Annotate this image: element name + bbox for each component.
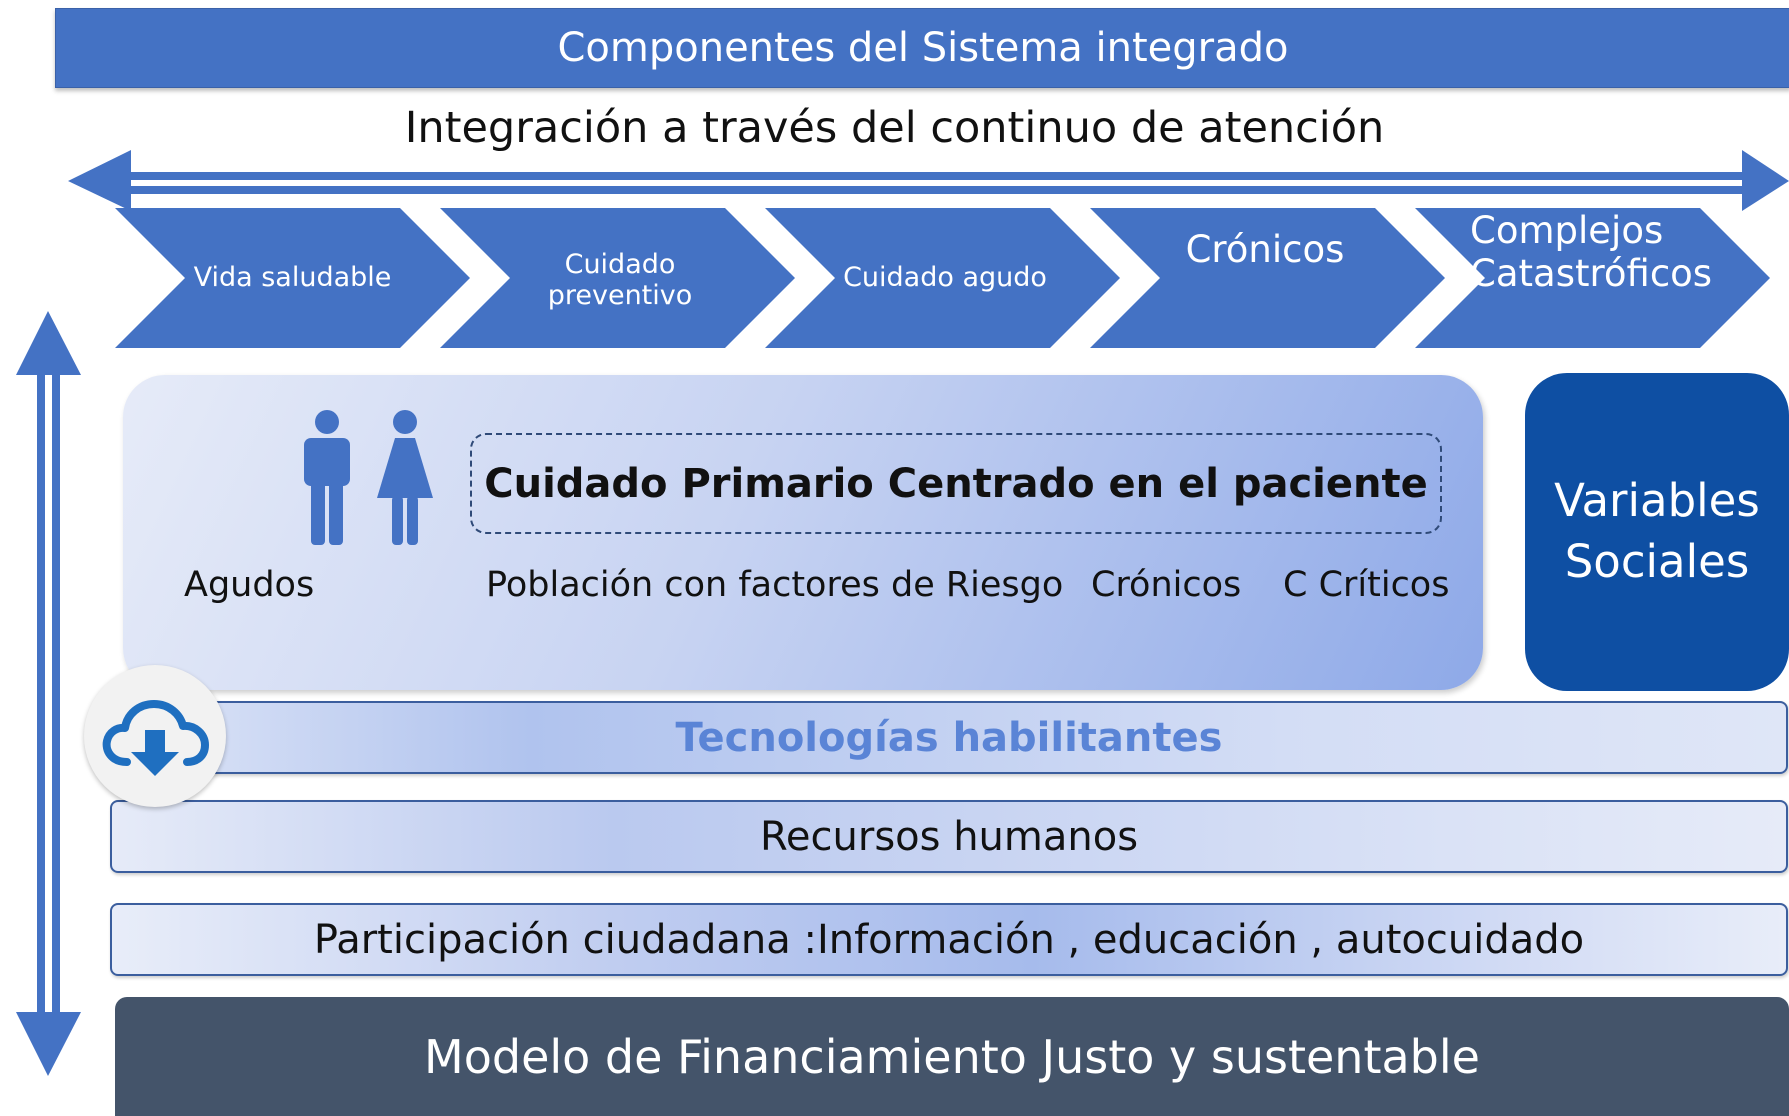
population-label-agudos: Agudos: [184, 565, 315, 605]
stage-label-4: Crónicos: [1185, 227, 1345, 271]
primary-care-title: Cuidado Primario Centrado en el paciente: [470, 433, 1442, 534]
layer-financing-label: Modelo de Financiamiento Justo y sustent…: [424, 1029, 1480, 1084]
layer-technology-label: Tecnologías habilitantes: [675, 714, 1223, 761]
stage-label-2: Cuidado preventivo: [547, 248, 693, 311]
chevron-stage-5: [1415, 208, 1770, 348]
person-male-icon: [304, 410, 350, 545]
page-title: Componentes del Sistema integrado: [557, 25, 1289, 71]
layer-human-resources: Recursos humanos: [110, 800, 1788, 873]
population-label-cronicos: Crónicos: [1091, 565, 1242, 605]
chevron-stage-2: [440, 208, 795, 348]
stage-label-3: Cuidado agudo: [843, 262, 1047, 294]
cloud-badge: [84, 665, 226, 807]
layer-financing: Modelo de Financiamiento Justo y sustent…: [115, 997, 1789, 1116]
layer-human-resources-label: Recursos humanos: [759, 813, 1139, 860]
stage-label-5: Complejos Catastróficos: [1470, 209, 1713, 295]
chevron-stage-4: [1090, 208, 1445, 348]
layer-participation: Participación ciudadana :Información , e…: [110, 903, 1788, 976]
population-label-riesgo: Población con factores de Riesgo: [486, 565, 1064, 605]
title-banner: Componentes del Sistema integrado: [55, 8, 1789, 88]
layer-technology: Tecnologías habilitantes: [110, 701, 1788, 774]
social-variables-panel: Variables Sociales: [1525, 373, 1789, 691]
stage-label-1: Vida saludable: [193, 262, 392, 294]
chevron-stage-1: [115, 208, 470, 348]
population-label-criticos: C Críticos: [1283, 565, 1450, 605]
chevron-stage-3: [765, 208, 1120, 348]
cloud-download-icon: [102, 700, 209, 776]
person-female-icon: [377, 410, 433, 545]
continuum-label: Integración a través del continuo de ate…: [404, 103, 1385, 153]
social-variables-label: Variables Sociales: [1554, 474, 1760, 588]
layer-participation-label: Participación ciudadana :Información , e…: [313, 916, 1585, 963]
